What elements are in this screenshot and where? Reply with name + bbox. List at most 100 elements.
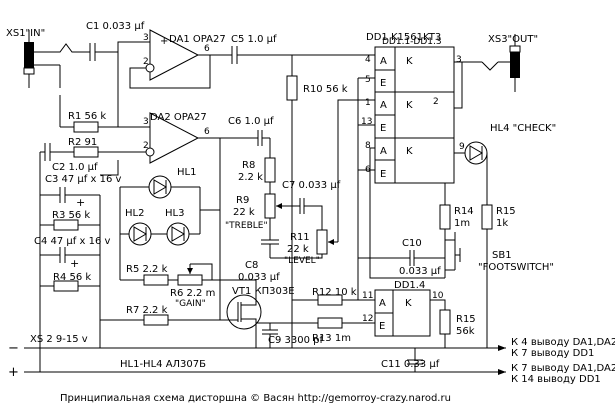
da2-pin6: 6 [204,127,210,137]
power-rail-minus: − XS 2 9-15 v [8,334,506,356]
dd1-pin5: 5 [365,75,371,85]
r5-label: R5 2.2 k [126,264,168,275]
capacitor-c1: C1 0.033 µf [82,21,145,61]
r15-lower-label-name: R15 [456,314,476,325]
c7-label: C7 0.033 µf [282,180,341,191]
caption: Принципиальная схема дисторшна © Васян h… [60,393,451,404]
dd11-k: K [406,56,413,67]
capacitor-c2: C2 1.0 µf [40,143,98,173]
dd14-label: DD1.4 [394,280,425,291]
da1-pin3: 3 [143,33,149,43]
potentiometer-r11: R11 22 k "LEVEL" [284,229,338,266]
r14-label-name: R14 [454,206,474,217]
c2-label: C2 1.0 µf [52,162,98,173]
rail-note-2: К 7 выводу DD1 [511,348,594,359]
dd1-pin8: 8 [365,141,371,151]
r10-label: R10 56 k [303,84,348,95]
r9-label-name: R9 [236,195,249,206]
r15-lower-label-value: 56k [456,326,475,337]
capacitor-c8: C8 0.033 µf [238,230,280,283]
potentiometer-r6: R6 2.2 m "GAIN" [170,263,220,309]
resistor-r13: R13 1m [256,317,375,344]
hl-note: HL1-HL4 АЛ307Б [120,359,206,370]
c3-plus: + [76,196,85,209]
led-hl3: HL3 [165,208,190,246]
c3-label: C3 47 µf x 16 v [45,174,121,185]
led-hl2: HL2 [125,208,152,246]
opamp-da2: 3 2 6 DA2 OPA27 [143,112,210,164]
led-hl1: HL1 [120,167,200,199]
r13-label: R13 1m [312,333,351,344]
resistor-r3: R3 56 k [40,210,100,231]
resistor-r8: R8 2.2 k [238,157,276,194]
r8-label-value: 2.2 k [238,172,263,183]
dd1-pin1: 1 [365,98,371,108]
dd11-e: E [380,78,386,89]
dd1-label: DD1 K1561KT3 [366,32,441,43]
resistor-r10: R10 56 k [286,55,348,110]
capacitor-c4: C4 47 µf x 16 v + [34,236,110,270]
footswitch-label: "FOOTSWITCH" [478,262,554,273]
dd14-pin12: 12 [362,314,373,324]
c10-label-value: 0.033 µf [399,266,441,277]
resistor-r4: R4 56 k [40,272,100,292]
hl2-label: HL2 [125,208,144,219]
rail-note-3: К 7 выводу DA1,DA2 [511,363,615,374]
r11-label-name: R11 [290,232,310,243]
dd13-k: K [406,146,413,157]
c6-label: C6 1.0 µf [228,116,274,127]
footswitch-sb1: SB1 "FOOTSWITCH" [445,232,554,273]
r8-label-name: R8 [242,160,255,171]
r1-label: R1 56 k [68,111,106,122]
resistor-r14: R14 1m [439,183,474,278]
r9-label-value: 22 k [233,207,255,218]
r6-label: R6 2.2 m [170,288,215,299]
c4-plus: + [70,257,79,270]
c10-label-name: C10 [402,238,422,249]
rail-note-4: К 14 выводу DD1 [511,374,601,385]
r3-label: R3 56 k [52,210,90,221]
da2-pin3: 3 [143,117,149,127]
hl3-label: HL3 [165,208,184,219]
r15-upper-label-value: 1k [496,218,508,229]
xs3-label: XS3"OUT" [488,34,538,45]
potentiometer-r9: R9 22 k "TREBLE" [225,193,283,231]
dd12-e: E [380,123,386,134]
resistor-r2: R2 91 [60,137,146,158]
capacitor-c7: C7 0.033 µf [282,180,341,230]
r14-label-value: 1m [454,218,470,229]
r15-upper-label-name: R15 [496,206,516,217]
dd1-pin9: 9 [459,142,465,152]
resistor-r1: R1 56 k [60,111,150,133]
r7-label: R7 2.2 k [126,305,168,316]
dd14-pin11: 11 [362,291,373,301]
ic-dd1: A E K A E K A E K DD1 K1561KT3 DD1.1-DD1… [361,32,465,184]
da2-pin2: 2 [143,141,149,151]
r2-label: R2 91 [68,137,97,148]
c8-label-value: 0.033 µf [238,272,280,283]
dd14-pin10: 10 [432,291,444,301]
dd1-pin13: 13 [361,117,372,127]
r12-label: R12 10 k [312,287,357,298]
c9-label: C9 3300 pf [268,335,323,346]
dd1-pin2: 2 [433,97,439,107]
dd11-a: A [380,56,387,67]
resistor-r15-lower: R15 56k [439,309,476,348]
resistor-r5: R5 2.2 k [120,264,178,286]
da1-pin2: 2 [143,57,149,67]
da1-plus: + [160,36,168,47]
resistor-r15-upper: R15 1k [481,204,516,348]
c8-label-name: C8 [245,260,258,271]
opamp-da1: + 3 2 6 DA1 OPA27 [143,29,226,81]
capacitor-c10: C10 0.033 µf [358,238,445,277]
hl4-label: HL4 "CHECK" [490,123,556,134]
minus-sign: − [8,341,19,356]
capacitor-c5: C5 1.0 µf [231,34,375,64]
dd14-e: E [379,321,385,332]
dd14-a: A [379,298,386,309]
sb1-label: SB1 [492,250,512,261]
da1-pin6: 6 [204,44,210,54]
dd12-a: A [380,100,387,111]
dd1-sub-label: DD1.1-DD1.3 [382,37,442,47]
